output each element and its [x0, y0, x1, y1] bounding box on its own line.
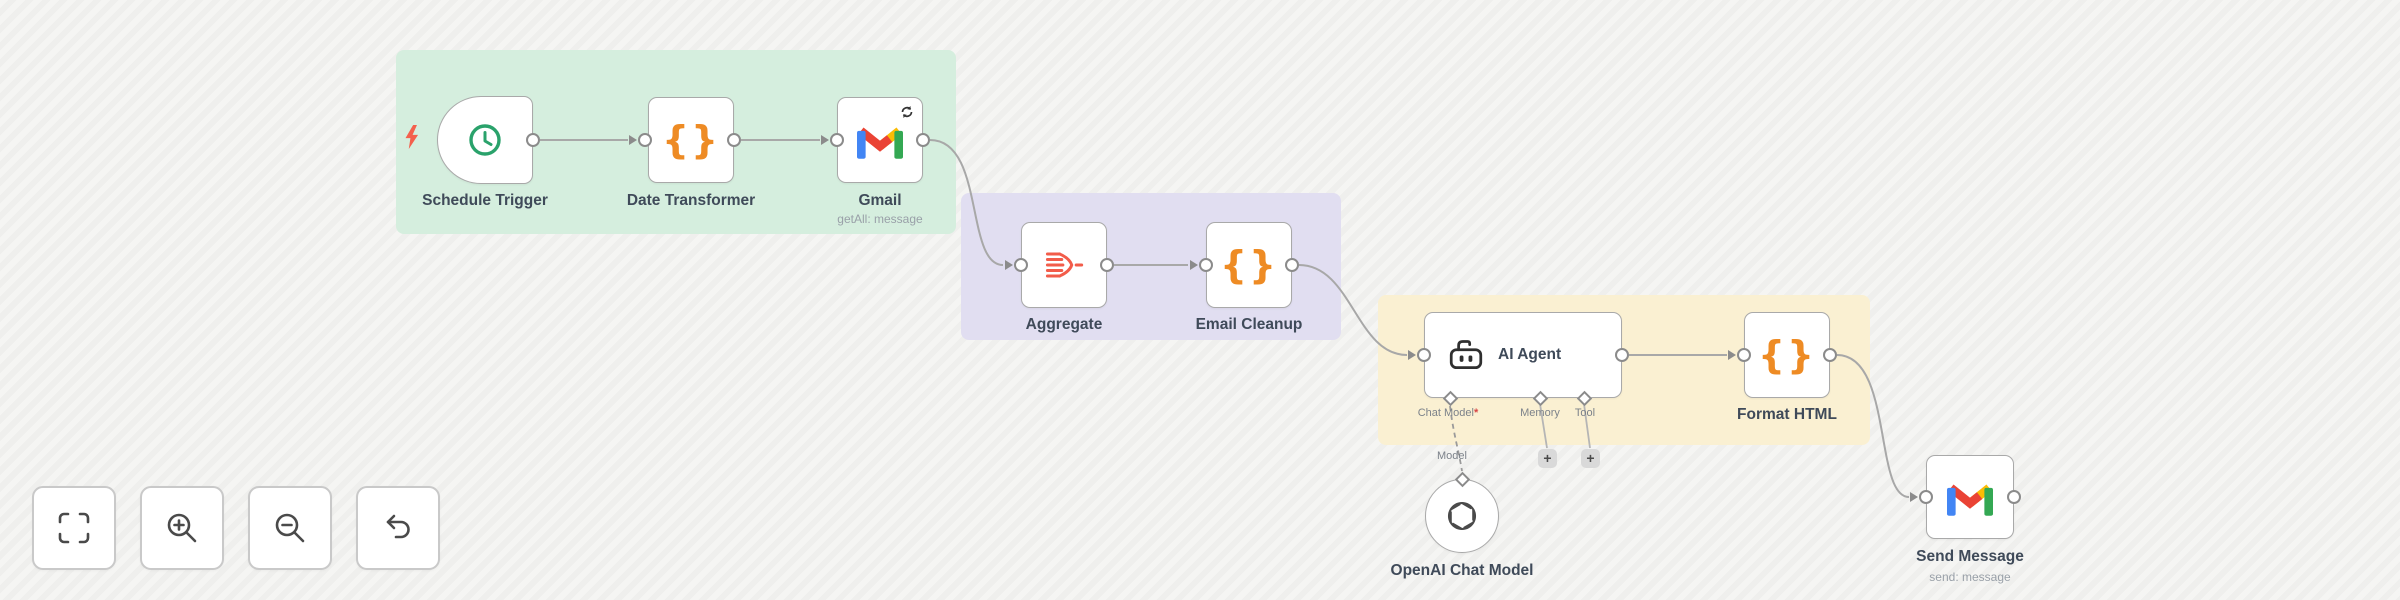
- output-port-email-cleanup[interactable]: [1285, 258, 1299, 272]
- connection-label-model: Model: [1437, 450, 1467, 462]
- node-label-ai-agent: AI Agent: [1498, 346, 1562, 363]
- node-send-message[interactable]: [1926, 455, 2014, 539]
- code-braces-icon: {}: [661, 118, 721, 162]
- fit-view-icon: [58, 512, 90, 544]
- input-port-email-cleanup[interactable]: [1199, 258, 1213, 272]
- input-arrow-ai-agent: [1408, 350, 1416, 360]
- clock-icon: [469, 124, 501, 156]
- undo-button[interactable]: [356, 486, 440, 570]
- robot-icon: [1449, 340, 1483, 370]
- add-tool-button[interactable]: +: [1581, 449, 1600, 468]
- input-arrow-date-transformer: [629, 135, 637, 145]
- input-arrow-email-cleanup: [1190, 260, 1198, 270]
- edge-gmail-to-aggregate[interactable]: [929, 139, 1004, 266]
- output-port-gmail[interactable]: [916, 133, 930, 147]
- input-port-send-message[interactable]: [1919, 490, 1933, 504]
- port-label-tool: Tool: [1574, 407, 1596, 419]
- edge-tool-stub[interactable]: [1583, 403, 1591, 449]
- input-port-ai-agent[interactable]: [1417, 348, 1431, 362]
- input-arrow-send-message: [1910, 492, 1918, 502]
- node-ai-agent[interactable]: AI Agent: [1424, 312, 1622, 398]
- input-arrow-format-html: [1728, 350, 1736, 360]
- node-label-send-message: Send Message: [1916, 548, 2024, 565]
- gmail-icon: [857, 127, 903, 159]
- node-label-gmail: Gmail: [858, 192, 902, 209]
- node-label-aggregate: Aggregate: [1025, 316, 1103, 333]
- output-port-date-transformer[interactable]: [727, 133, 741, 147]
- port-label-memory: Memory: [1520, 407, 1560, 419]
- node-aggregate[interactable]: [1021, 222, 1107, 308]
- node-label-email-cleanup: Email Cleanup: [1195, 316, 1303, 333]
- node-label-schedule-trigger: Schedule Trigger: [422, 192, 548, 209]
- zoom-out-button[interactable]: [248, 486, 332, 570]
- add-memory-button[interactable]: +: [1538, 449, 1557, 468]
- zoom-in-button[interactable]: [140, 486, 224, 570]
- node-schedule-trigger[interactable]: [437, 96, 533, 184]
- gmail-icon: [1947, 484, 1993, 516]
- zoom-out-icon: [275, 513, 305, 543]
- node-subtitle-gmail: getAll: message: [837, 212, 923, 226]
- port-label-chat-model: Chat Model*: [1417, 407, 1479, 419]
- trigger-bolt-icon: [405, 125, 419, 149]
- node-subtitle-send-message: send: message: [1929, 570, 2011, 584]
- aggregate-icon: [1045, 252, 1084, 278]
- input-port-aggregate[interactable]: [1014, 258, 1028, 272]
- output-port-send-message[interactable]: [2007, 490, 2021, 504]
- code-braces-icon: {}: [1757, 333, 1817, 377]
- undo-icon: [386, 514, 410, 539]
- edge-emailcleanup-to-aiagent[interactable]: [1298, 264, 1408, 356]
- node-openai-chat-model[interactable]: [1425, 479, 1499, 553]
- input-port-format-html[interactable]: [1737, 348, 1751, 362]
- node-label-openai-chat-model: OpenAI Chat Model: [1390, 562, 1534, 579]
- fit-view-button[interactable]: [32, 486, 116, 570]
- output-port-schedule-trigger[interactable]: [526, 133, 540, 147]
- input-port-date-transformer[interactable]: [638, 133, 652, 147]
- input-port-gmail[interactable]: [830, 133, 844, 147]
- zoom-in-icon: [167, 513, 197, 543]
- node-format-html[interactable]: {}: [1744, 312, 1830, 398]
- output-port-ai-agent[interactable]: [1615, 348, 1629, 362]
- input-arrow-gmail: [821, 135, 829, 145]
- node-label-format-html: Format HTML: [1737, 406, 1837, 423]
- output-port-aggregate[interactable]: [1100, 258, 1114, 272]
- openai-icon: [1448, 501, 1476, 531]
- canvas-toolbar: [32, 486, 440, 570]
- output-port-format-html[interactable]: [1823, 348, 1837, 362]
- node-label-date-transformer: Date Transformer: [626, 192, 756, 209]
- refresh-icon: [901, 106, 913, 118]
- edge-memory-stub[interactable]: [1539, 403, 1548, 449]
- code-braces-icon: {}: [1219, 243, 1279, 287]
- input-arrow-aggregate: [1005, 260, 1013, 270]
- edge-formathtml-to-sendmessage[interactable]: [1836, 354, 1910, 498]
- required-marker: *: [1473, 407, 1479, 419]
